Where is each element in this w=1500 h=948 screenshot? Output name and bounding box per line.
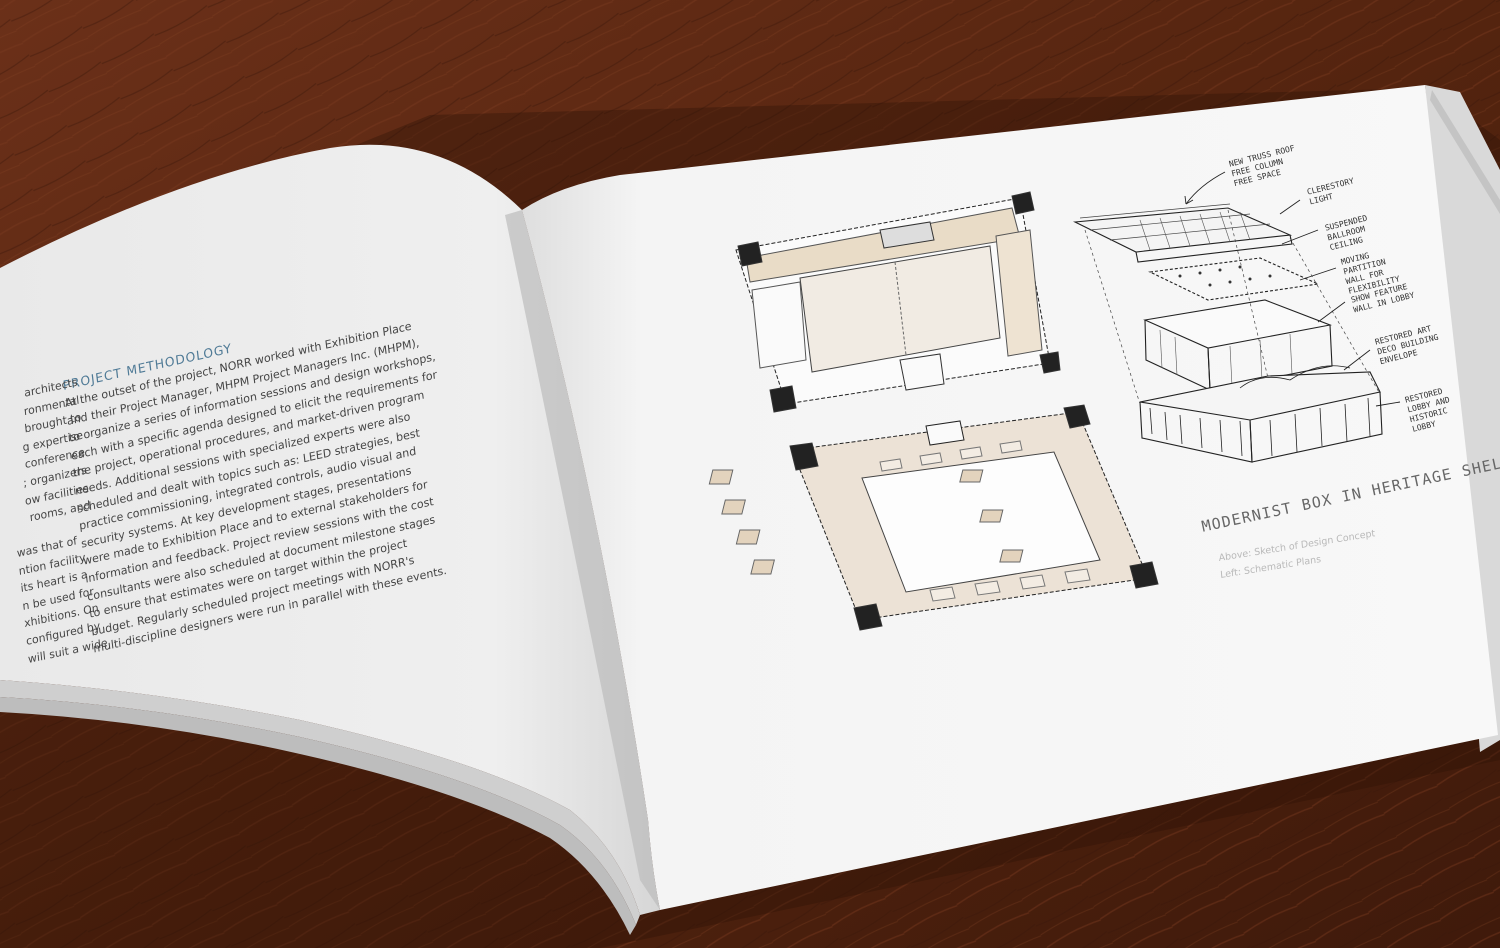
page-stack-edge [1425, 85, 1500, 752]
concept-sketch [1073, 171, 1401, 463]
schematic-plan-lower [708, 404, 1159, 631]
left-page-edge [0, 680, 640, 925]
left-page [0, 144, 660, 916]
schematic-plan-upper [735, 191, 1061, 413]
gutter-shadow [505, 210, 660, 910]
cut-text-column-lower: was that of ntion facility its heart is … [16, 533, 108, 669]
cut-text-column-upper: architects ronmental brought to g expert… [8, 373, 91, 528]
